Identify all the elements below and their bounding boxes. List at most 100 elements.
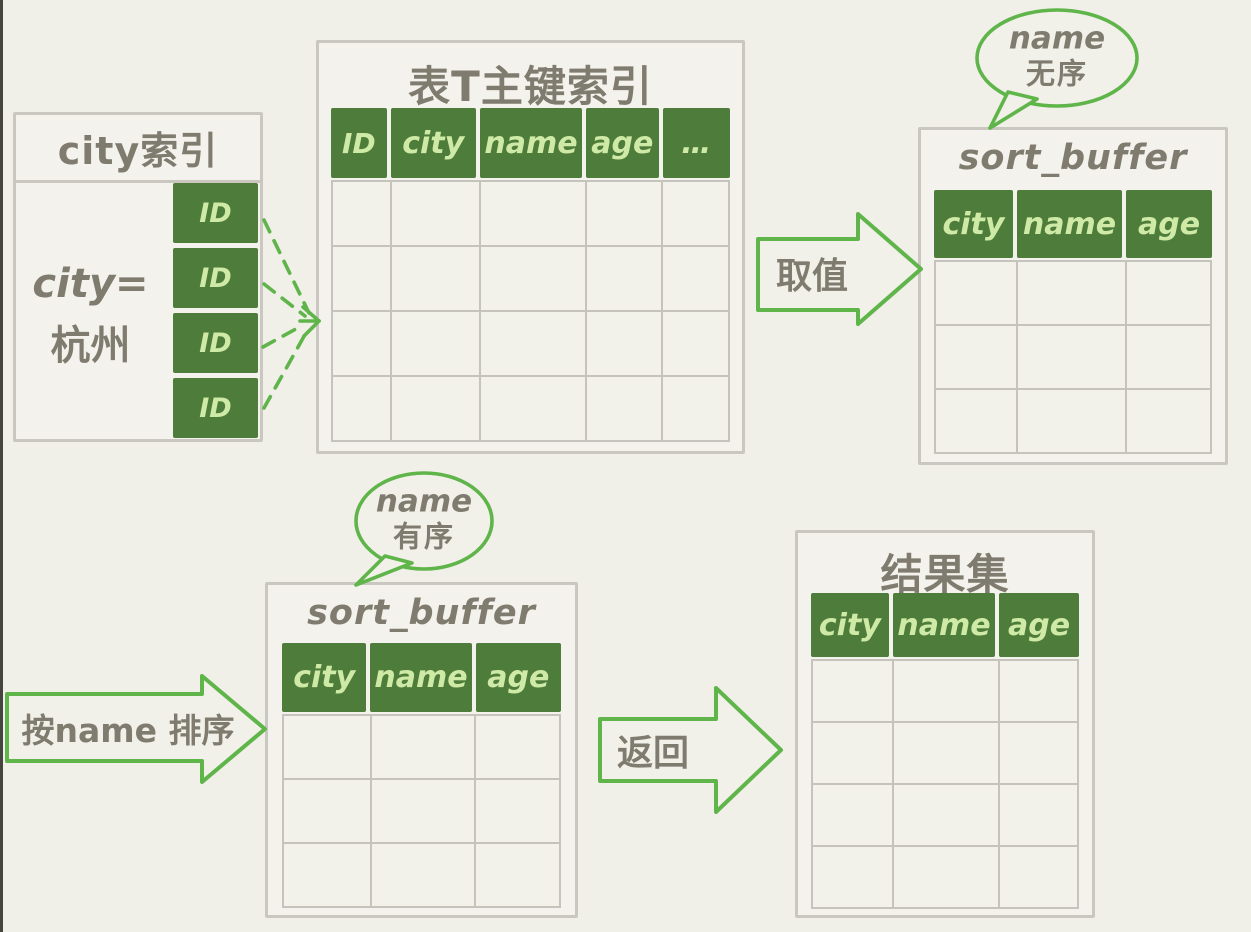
result-set-title: 结果集: [880, 550, 1010, 599]
city-index-title: city索引: [57, 129, 219, 173]
empty-cell: [894, 661, 1000, 723]
empty-cell: [813, 785, 895, 847]
bubble-line2: 无序: [1025, 56, 1089, 91]
empty-cell: [1018, 262, 1127, 326]
column-header-id: ID: [331, 108, 387, 178]
id-cell: ID: [173, 183, 258, 243]
column-header-more: …: [662, 108, 730, 178]
empty-cell: [894, 847, 1000, 909]
empty-cell: [936, 326, 1019, 390]
empty-cell: [476, 780, 561, 844]
empty-cell: [936, 262, 1019, 326]
id-cell: ID: [173, 313, 258, 373]
id-cell: ID: [173, 378, 258, 438]
primary-index-box: 表T主键索引 ID city name age …: [316, 40, 745, 454]
column-header-city: city: [282, 643, 367, 712]
empty-cell: [392, 312, 482, 377]
empty-cell: [481, 182, 587, 247]
empty-cell: [333, 182, 393, 247]
empty-cell: [894, 723, 1000, 785]
empty-cell: [586, 312, 663, 377]
sort-buffer-unsorted-box: sort_buffer city name age: [918, 127, 1228, 465]
empty-cell: [813, 723, 895, 785]
empty-cell: [333, 377, 393, 442]
empty-cell: [476, 716, 561, 780]
sort-arrow-label: 按name 排序: [21, 711, 235, 750]
city-index-box: city索引 city= 杭州 ID ID ID ID: [13, 112, 263, 442]
city-filter-line1: city=: [32, 261, 149, 307]
empty-cell: [392, 377, 482, 442]
sort-buffer-unsorted-table: city name age: [934, 190, 1212, 454]
id-cell: ID: [173, 248, 258, 308]
primary-index-table: ID city name age …: [331, 108, 730, 442]
city-filter-line2: 杭州: [50, 323, 131, 369]
sort-buffer-unsorted-title: sort_buffer: [958, 138, 1188, 178]
column-header-city: city: [390, 108, 476, 178]
sort-buffer-sorted-title: sort_buffer: [307, 593, 536, 633]
empty-cell: [481, 377, 587, 442]
empty-cell: [894, 785, 1000, 847]
empty-cell: [813, 847, 895, 909]
bubble-name-ordered-text: name 有序: [375, 483, 473, 554]
empty-cell: [1018, 326, 1127, 390]
primary-index-title: 表T主键索引: [408, 62, 653, 111]
empty-cell: [371, 716, 477, 780]
empty-cell: [813, 661, 895, 723]
empty-cell: [1018, 390, 1127, 454]
result-set-box: 结果集 city name age: [795, 530, 1095, 918]
empty-cell: [999, 847, 1079, 909]
column-header-name: name: [892, 593, 996, 657]
bubble-name-unordered-text: name 无序: [1008, 20, 1106, 91]
bubble-line1: name: [375, 483, 473, 520]
empty-cell: [586, 377, 663, 442]
empty-cell: [662, 182, 730, 247]
id-lookup-dashed-lines: [261, 218, 311, 410]
city-index-id-column: ID ID ID ID: [173, 183, 258, 438]
primary-index-header-row: ID city name age …: [331, 108, 730, 178]
bubble-line2: 有序: [392, 519, 456, 554]
empty-cell: [1126, 390, 1212, 454]
fetch-arrow-label: 取值: [775, 256, 849, 297]
column-header-city: city: [811, 593, 889, 657]
empty-cell: [1126, 326, 1212, 390]
empty-cell: [999, 723, 1079, 785]
sort-buffer-unsorted-empty-rows: [934, 260, 1212, 454]
empty-cell: [586, 247, 663, 312]
return-arrow-label: 返回: [616, 733, 690, 774]
empty-cell: [284, 716, 372, 780]
result-set-table: city name age: [811, 593, 1079, 909]
column-header-name: name: [479, 108, 583, 178]
result-set-empty-rows: [811, 659, 1079, 909]
empty-cell: [662, 312, 730, 377]
empty-cell: [284, 844, 372, 908]
sort-buffer-sorted-header-row: city name age: [282, 643, 561, 712]
empty-cell: [284, 780, 372, 844]
empty-cell: [392, 182, 482, 247]
column-header-age: age: [475, 643, 561, 712]
empty-cell: [586, 182, 663, 247]
column-header-age: age: [586, 108, 659, 178]
empty-cell: [999, 661, 1079, 723]
column-header-city: city: [934, 190, 1013, 258]
empty-cell: [476, 844, 561, 908]
bubble-line1: name: [1008, 20, 1106, 57]
city-filter-text: city= 杭州: [18, 253, 163, 377]
empty-cell: [1126, 262, 1212, 326]
empty-cell: [999, 785, 1079, 847]
empty-cell: [371, 844, 477, 908]
empty-cell: [662, 377, 730, 442]
city-index-header: city索引: [16, 115, 260, 183]
primary-index-empty-rows: [331, 180, 730, 442]
empty-cell: [481, 312, 587, 377]
empty-cell: [481, 247, 587, 312]
empty-cell: [333, 312, 393, 377]
column-header-age: age: [1126, 190, 1212, 258]
result-set-header-row: city name age: [811, 593, 1079, 657]
empty-cell: [392, 247, 482, 312]
empty-cell: [371, 780, 477, 844]
column-header-name: name: [1016, 190, 1123, 258]
empty-cell: [936, 390, 1019, 454]
sort-buffer-sorted-table: city name age: [282, 643, 561, 908]
empty-cell: [333, 247, 393, 312]
